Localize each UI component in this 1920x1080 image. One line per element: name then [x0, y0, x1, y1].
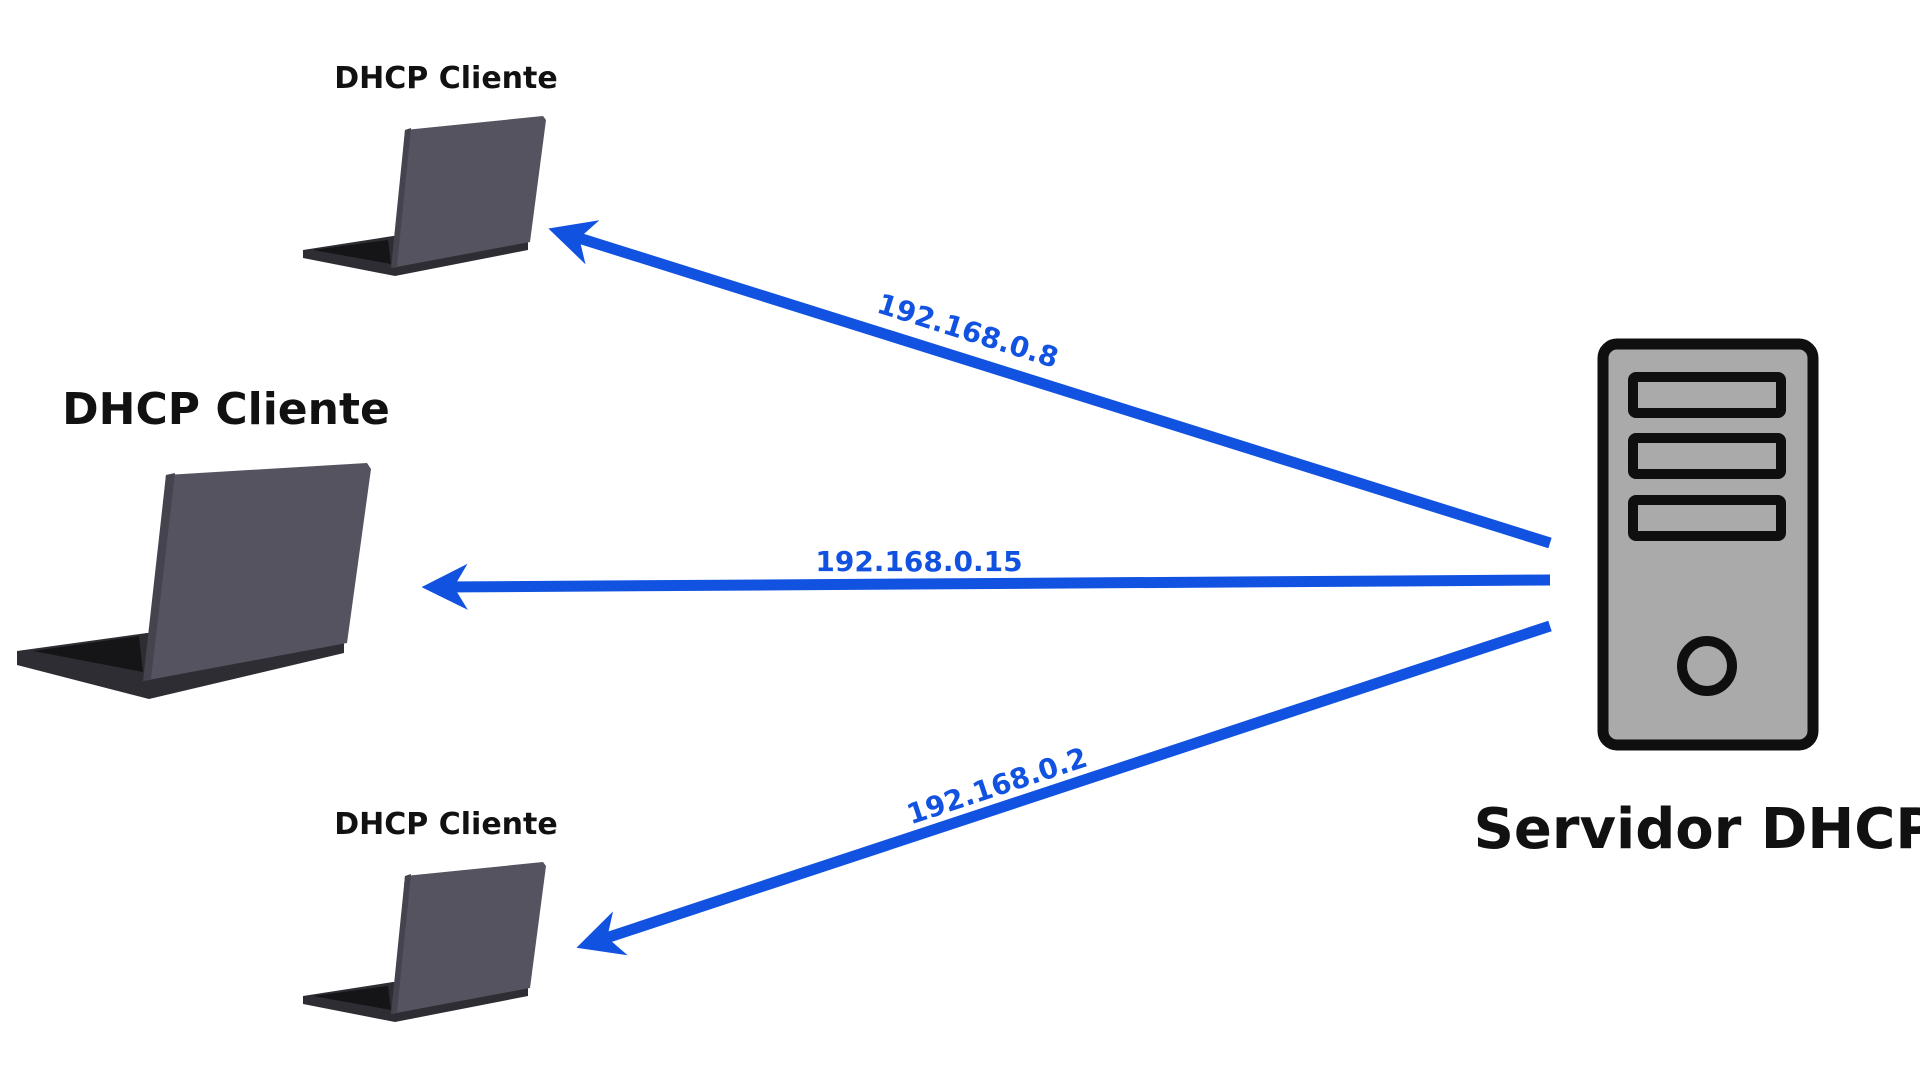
- server-tower-icon: [1597, 338, 1819, 751]
- client-top-label: DHCP Cliente: [334, 61, 557, 96]
- client-middle-label: DHCP Cliente: [62, 384, 390, 435]
- laptop-keyboard: [313, 240, 391, 264]
- laptop-screen: [143, 463, 371, 681]
- laptop-screen: [391, 116, 546, 268]
- client-top: DHCP Cliente: [303, 61, 558, 276]
- connection-top: 192.168.0.8: [548, 220, 1552, 549]
- laptop-icon: [17, 463, 371, 699]
- laptop-icon: [303, 116, 546, 276]
- server-label: Servidor DHCP: [1474, 797, 1920, 862]
- connection-middle: 192.168.0.15: [421, 545, 1551, 610]
- laptop-screen-back-edge: [391, 128, 411, 268]
- client-bottom: DHCP Cliente: [303, 807, 558, 1022]
- laptop-icon: [303, 862, 546, 1022]
- client-bottom-label: DHCP Cliente: [334, 807, 557, 842]
- ip-label-middle: 192.168.0.15: [815, 545, 1022, 578]
- arrow-to-client-bottom: [576, 620, 1552, 956]
- server: Servidor DHCP: [1474, 338, 1920, 862]
- client-middle: DHCP Cliente: [17, 384, 390, 699]
- laptop-keyboard: [33, 636, 143, 672]
- server-drive-bay-3: [1628, 495, 1786, 541]
- connection-bottom: 192.168.0.2: [576, 620, 1552, 956]
- server-drive-bay-1: [1628, 372, 1786, 418]
- server-drive-bay-2: [1628, 433, 1786, 479]
- laptop-screen: [391, 862, 546, 1014]
- server-power-button: [1677, 636, 1737, 696]
- laptop-screen-back-edge: [143, 473, 175, 681]
- laptop-screen-back-edge: [391, 874, 411, 1014]
- laptop-keyboard: [313, 986, 391, 1010]
- arrow-to-client-top: [548, 220, 1552, 549]
- arrow-to-client-middle: [421, 563, 1551, 610]
